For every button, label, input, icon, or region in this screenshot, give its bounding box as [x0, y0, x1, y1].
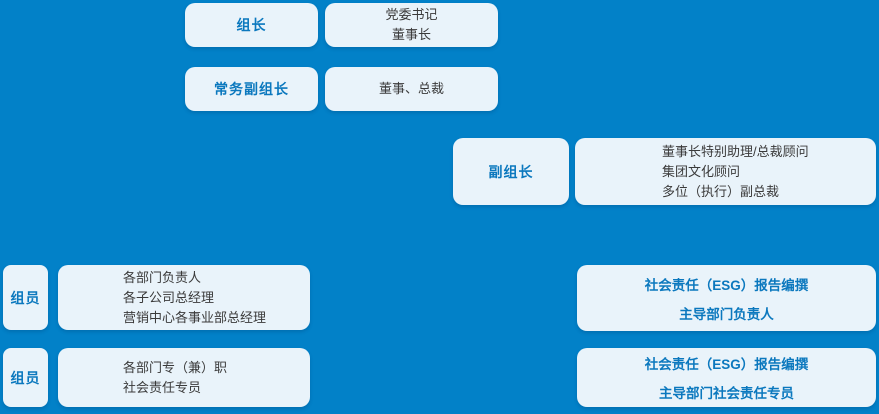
desc-line: 多位（执行）副总裁 [662, 183, 780, 199]
desc-line: 集团文化顾问 [662, 163, 741, 179]
role-label: 副组长 [488, 163, 534, 180]
desc-box-executive-deputy-leader: 董事、总裁 [325, 67, 498, 111]
desc-line: 社会责任专员 [123, 379, 202, 395]
desc-line: 董事长 [391, 27, 431, 42]
role-label: 常务副组长 [214, 81, 289, 97]
accent-line: 社会责任（ESG）报告编撰 [644, 357, 809, 372]
esg-report-box-leading-dept-head: 社会责任（ESG）报告编撰 主导部门负责人 [577, 265, 876, 331]
desc-line: 各部门专（兼）职 [123, 359, 228, 375]
role-box-member-1: 组员 [3, 265, 48, 330]
desc-box-member-1: 各部门负责人 各子公司总经理 营销中心各事业部总经理 [58, 265, 310, 330]
role-box-deputy-leader: 副组长 [453, 138, 569, 205]
role-label: 组长 [236, 17, 267, 33]
desc-box-member-2: 各部门专（兼）职 社会责任专员 [58, 348, 310, 407]
desc-line: 各子公司总经理 [123, 289, 215, 305]
desc-line: 党委书记 [385, 7, 438, 22]
desc-line: 董事长特别助理/总裁顾问 [662, 143, 809, 159]
accent-line: 主导部门负责人 [679, 306, 774, 322]
desc-box-group-leader: 党委书记 董事长 [325, 3, 498, 47]
role-box-group-leader: 组长 [185, 3, 318, 47]
desc-box-deputy-leader: 董事长特别助理/总裁顾问 集团文化顾问 多位（执行）副总裁 [575, 138, 876, 205]
desc-line: 营销中心各事业部总经理 [123, 309, 267, 325]
desc-line: 董事、总裁 [378, 81, 444, 96]
desc-line: 各部门负责人 [123, 269, 202, 285]
accent-line: 主导部门社会责任专员 [659, 386, 794, 401]
esg-report-box-leading-dept-specialist: 社会责任（ESG）报告编撰 主导部门社会责任专员 [577, 348, 876, 407]
accent-line: 社会责任（ESG）报告编撰 [644, 277, 809, 293]
role-label: 组员 [10, 369, 41, 386]
role-box-executive-deputy-leader: 常务副组长 [185, 67, 318, 111]
role-label: 组员 [10, 289, 41, 306]
role-box-member-2: 组员 [3, 348, 48, 407]
